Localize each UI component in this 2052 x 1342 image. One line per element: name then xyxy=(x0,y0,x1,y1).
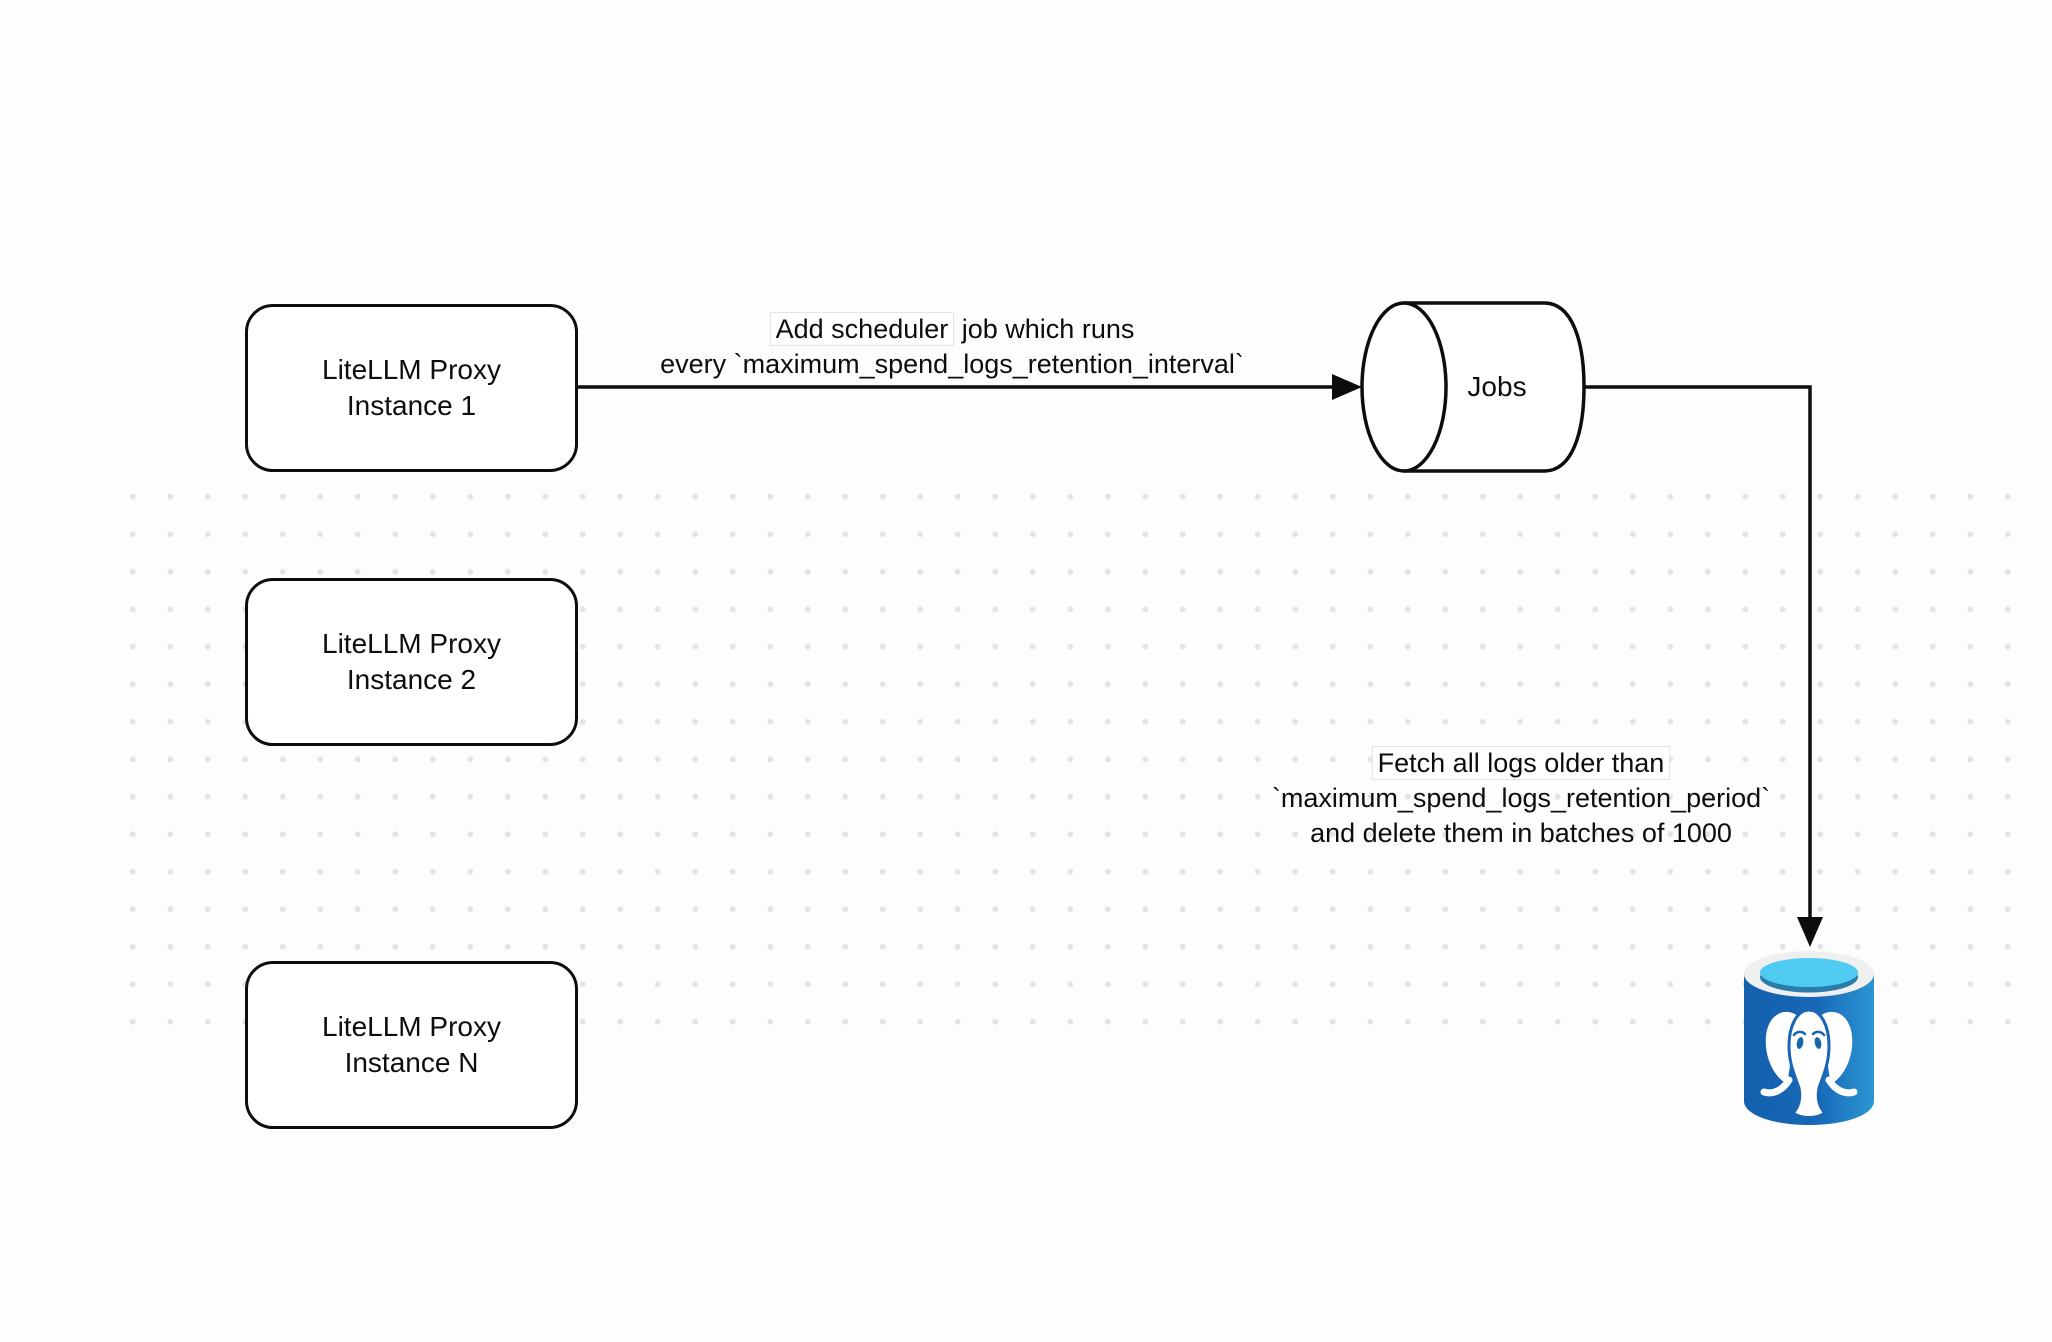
node-label-line2: Instance 1 xyxy=(346,390,477,421)
node-litellm-proxy-instance-2: LiteLLM Proxy Instance 2 xyxy=(245,578,578,746)
edge-label-line: and delete them in batches of 1000 xyxy=(1310,818,1732,848)
node-label-line1: LiteLLM Proxy xyxy=(322,1011,501,1042)
node-label-line2: Instance N xyxy=(344,1047,479,1078)
edge-label-add-scheduler: Add scheduler job which runs every `maxi… xyxy=(660,312,1244,382)
jobs-node-label: Jobs xyxy=(1467,371,1527,402)
node-litellm-proxy-instance-1: LiteLLM Proxy Instance 1 xyxy=(245,304,578,472)
node-label-line2: Instance 2 xyxy=(346,664,477,695)
edge-label-line: Fetch all logs older than xyxy=(1272,746,1770,781)
edge-label-line: every `maximum_spend_logs_retention_inte… xyxy=(660,349,1244,379)
edge-label-line: `maximum_spend_logs_retention_period` xyxy=(1271,783,1771,813)
jobs-queue-cylinder xyxy=(1360,301,1586,473)
edge-fetch-line xyxy=(1584,385,1812,918)
node-litellm-proxy-instance-n: LiteLLM Proxy Instance N xyxy=(245,961,578,1129)
dot-grid-background xyxy=(114,478,2038,1048)
edge-fetch-arrowhead-icon xyxy=(1797,917,1823,947)
edge-label-line: Add scheduler job which runs xyxy=(660,312,1244,347)
node-label-line1: LiteLLM Proxy xyxy=(322,354,501,385)
edge-scheduler-arrowhead-icon xyxy=(1332,374,1362,400)
edge-label-boxed-text: Fetch all logs older than xyxy=(1371,746,1671,780)
edge-label-text: job which runs xyxy=(954,314,1135,344)
edge-label-fetch-logs: Fetch all logs older than `maximum_spend… xyxy=(1272,746,1770,851)
node-label-line1: LiteLLM Proxy xyxy=(322,628,501,659)
postgresql-database-icon xyxy=(1744,951,1874,1125)
edge-label-boxed-text: Add scheduler xyxy=(769,312,955,346)
postgres-elephant-glyph xyxy=(1760,1008,1858,1119)
